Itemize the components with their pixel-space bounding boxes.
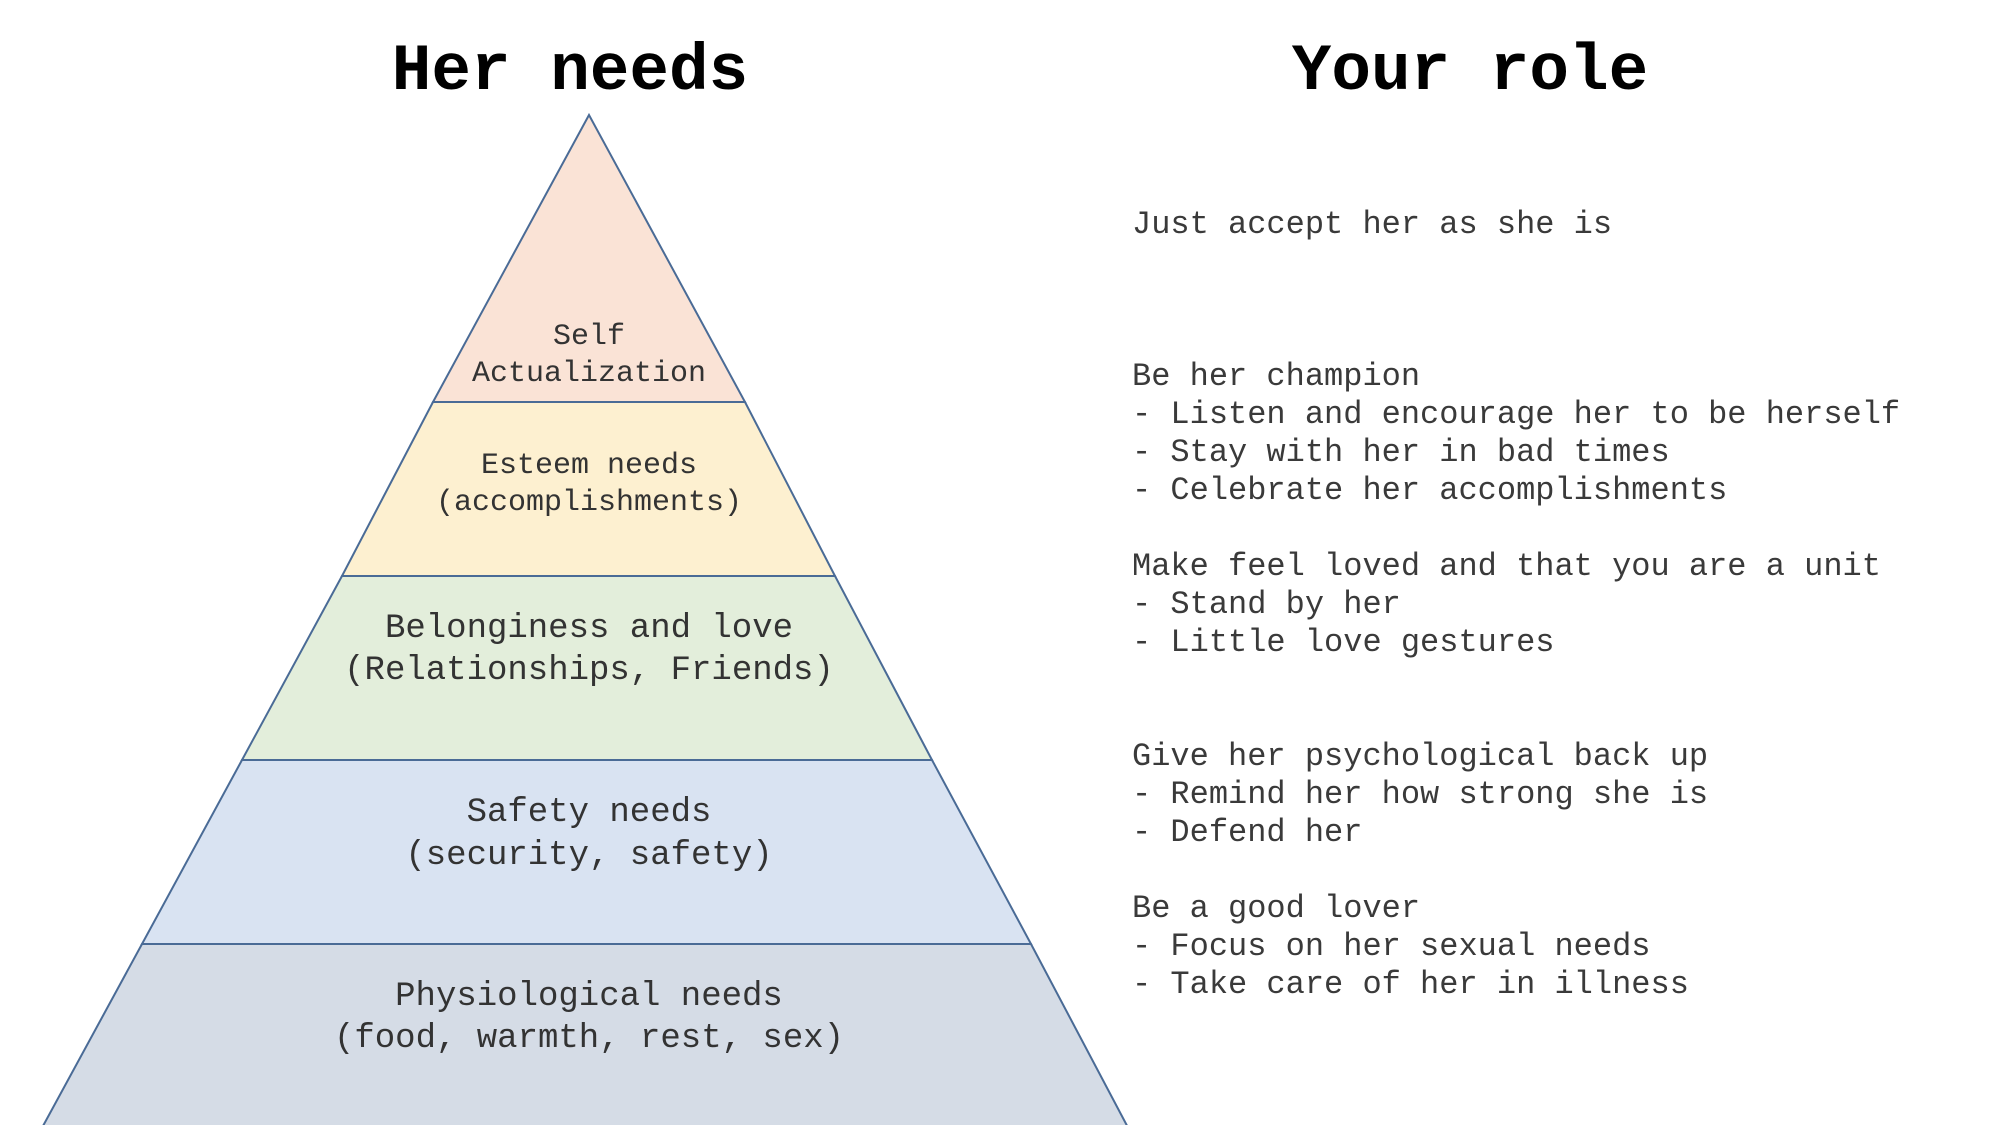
- role-title-backup: Give her psychological back up: [1132, 738, 1709, 775]
- physiological-label-line-1: Physiological needs: [395, 978, 783, 1016]
- role-item: - Little love gestures: [1132, 624, 1555, 661]
- role-item: - Defend her: [1132, 814, 1363, 851]
- role-item: - Celebrate her accomplishments: [1132, 472, 1728, 509]
- pyramid-level-self-actualization: Self Actualization: [431, 112, 747, 403]
- self-actualization-label-line-2: Actualization: [472, 357, 706, 391]
- safety-label-line-1: Safety needs: [467, 794, 712, 832]
- belonging-label-line-1: Belonginess and love: [385, 610, 793, 648]
- her-needs-heading: Her needs: [391, 34, 749, 109]
- belonging-label-line-2: (Relationships, Friends): [344, 652, 834, 690]
- role-item: - Remind her how strong she is: [1132, 776, 1709, 813]
- role-item: - Stand by her: [1132, 586, 1401, 623]
- role-title-lover: Be a good lover: [1132, 890, 1421, 927]
- needs-pyramid: Self Actualization Esteem needs (accompl…: [42, 112, 1128, 1125]
- role-item: - Stay with her in bad times: [1132, 434, 1670, 471]
- role-item: - Listen and encourage her to be herself: [1132, 396, 1901, 433]
- safety-label-line-2: (security, safety): [405, 837, 772, 875]
- role-item: - Focus on her sexual needs: [1132, 928, 1651, 965]
- pyramid-level-safety: Safety needs (security, safety): [140, 759, 1033, 945]
- pyramid-level-esteem: Esteem needs (accomplishments): [340, 401, 837, 577]
- pyramid-level-physiological: Physiological needs (food, warmth, rest,…: [42, 943, 1128, 1125]
- your-role-list: Just accept her as she is Be her champio…: [1132, 0, 1992, 1125]
- your-role-heading: Your role: [1291, 34, 1649, 109]
- self-actualization-label-line-1: Self: [553, 320, 625, 354]
- pyramid-level-belonging: Belonginess and love (Relationships, Fri…: [240, 575, 934, 761]
- esteem-label-line-1: Esteem needs: [481, 449, 697, 483]
- esteem-label-line-2: (accomplishments): [436, 486, 742, 520]
- role-title-champion: Be her champion: [1132, 358, 1421, 395]
- role-title-accept: Just accept her as she is: [1132, 206, 1613, 243]
- role-title-loved: Make feel loved and that you are a unit: [1132, 548, 1881, 585]
- role-item: - Take care of her in illness: [1132, 966, 1689, 1003]
- pyramid-segment-physiological: [42, 943, 1128, 1125]
- physiological-label-line-2: (food, warmth, rest, sex): [334, 1020, 844, 1058]
